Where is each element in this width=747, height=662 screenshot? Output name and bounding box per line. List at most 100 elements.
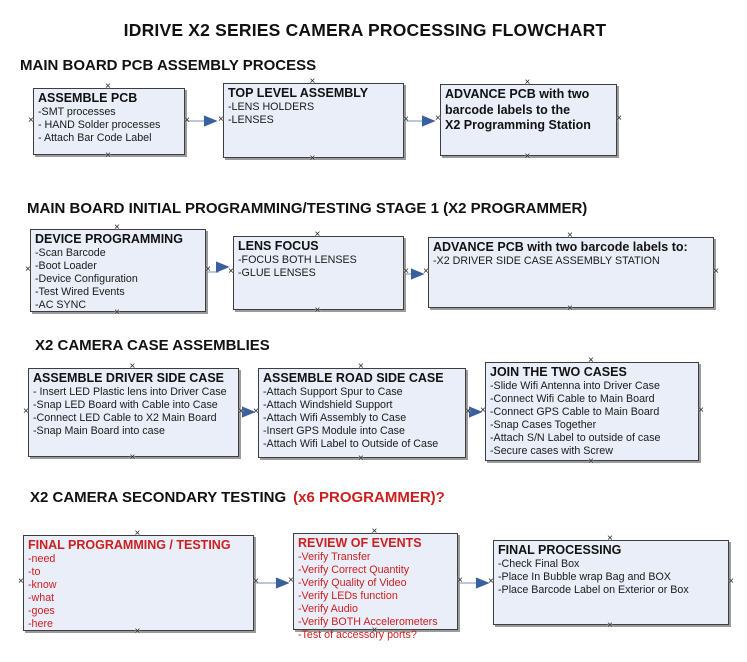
box-line: barcode labels to the [445,102,571,117]
box-line: -Verify Audio [298,603,359,615]
connector-handle-icon: × [25,263,31,275]
box-title: ASSEMBLE ROAD SIDE CASE [263,371,444,385]
connector-handle-icon: × [18,576,24,587]
connector-handle-icon: × [567,303,573,314]
box-line: -Attach Support Spur to Case [263,386,403,398]
connector-handle-icon: × [607,533,613,544]
connector-handle-icon: × [309,76,316,87]
box-line: -Slide Wifi Antenna into Driver Case [490,380,660,392]
connector-handle-icon: × [616,113,622,124]
section-heading-case-assemblies: X2 CAMERA CASE ASSEMBLIES [35,337,270,354]
connector-handle-icon: × [371,526,378,537]
connector-handle-icon: × [588,355,594,366]
page-title: IDRIVE X2 SERIES CAMERA PROCESSING FLOWC… [123,20,607,40]
arrow-programming-to-lensfocus [207,261,230,273]
box-line: -here [28,618,53,630]
connector-handle-icon: × [205,263,211,275]
box-line: -Insert GPS Module into Case [263,425,405,437]
box-items: -X2 DRIVER SIDE CASE ASSEMBLY STATION [433,255,709,268]
flow-box-advance-pcb-driver-side-station: ADVANCE PCB with two barcode labels to: … [423,231,719,314]
connector-handle-icon: × [129,361,136,372]
box-title: DEVICE PROGRAMMING [35,232,183,246]
connector-handle-icon: × [423,265,429,277]
connector-handle-icon: × [465,406,471,417]
box-line: -LENSES [228,114,274,126]
box-line: -Secure cases with Screw [490,445,613,457]
box-line: -LENS HOLDERS [228,101,315,113]
connector-handle-icon: × [358,361,364,372]
connector-handle-icon: × [253,406,259,417]
box-line: -Connect GPS Cable to Main Board [490,406,660,418]
box-line: -X2 DRIVER SIDE CASE ASSEMBLY STATION [433,255,660,267]
connector-handle-icon: × [238,405,244,417]
flow-box-final-processing: FINAL PROCESSING -Check Final Box-Place … [488,534,734,631]
box-line: -Attach Windshield Support [263,399,393,411]
connector-handle-icon: × [488,575,494,587]
connector-handle-icon: × [309,153,316,164]
flow-box-assemble-pcb: ASSEMBLE PCB -SMT processes- HAND Solder… [28,82,190,161]
box-line: - HAND Solder processes [38,119,161,131]
connector-handle-icon: × [184,114,190,126]
box-items: -Verify Transfer-Verify Correct Quantity… [298,551,453,642]
box-title: FINAL PROGRAMMING / TESTING [28,538,231,552]
connector-handle-icon: × [314,229,321,240]
box-title: REVIEW OF EVENTS [298,536,422,550]
box-line: - Attach Bar Code Label [38,132,152,144]
connector-handle-icon: × [129,452,136,463]
box-items: - Insert LED Plastic lens into Driver Ca… [33,386,234,438]
box-title: ASSEMBLE DRIVER SIDE CASE [33,371,225,385]
box-line: -Verify Transfer [298,551,371,563]
connector-handle-icon: × [524,77,531,88]
box-items: -LENS HOLDERS-LENSES [228,101,399,127]
box-line: -Place In Bubble wrap Bag and BOX [498,571,671,583]
flow-box-review-of-events: REVIEW OF EVENTS -Verify Transfer-Verify… [288,527,463,642]
box-title: LENS FOCUS [238,239,319,253]
connector-handle-icon: × [288,574,294,586]
box-items: -need-to-know-what-goes-here [28,553,249,631]
section-heading-secondary-testing: X2 CAMERA SECONDARY TESTING(x6 PROGRAMME… [30,489,445,506]
connector-handle-icon: × [524,151,531,162]
box-line: -Place Barcode Label on Exterior or Box [498,584,689,596]
box-line: -need [28,553,56,565]
connector-handle-icon: × [314,305,321,316]
flow-box-assemble-driver-side-case: ASSEMBLE DRIVER SIDE CASE - Insert LED P… [23,362,244,463]
connector-handle-icon: × [28,114,34,126]
box-line: X2 Programming Station [445,118,591,132]
flow-box-assemble-road-side-case: ASSEMBLE ROAD SIDE CASE -Attach Support … [253,362,471,464]
box-line: -Check Final Box [498,558,580,570]
connector-handle-icon: × [134,528,141,539]
box-line: -FOCUS BOTH LENSES [238,254,357,266]
connector-handle-icon: × [403,266,409,277]
connector-handle-icon: × [713,265,719,277]
flow-box-final-programming-testing: FINAL PROGRAMMING / TESTING -need-to-kno… [18,529,259,637]
flow-box-top-level-assembly: TOP LEVEL ASSEMBLY -LENS HOLDERS-LENSES … [218,77,409,164]
box-line: -Attach Wifi Assembly to Case [263,412,407,424]
connector-handle-icon: × [228,266,234,277]
connector-handle-icon: × [435,113,441,124]
box-line: ADVANCE PCB with two [445,87,590,101]
box-line: -Attach S/N Label to outside of case [490,432,661,444]
box-items: -Attach Support Spur to Case-Attach Wind… [263,386,461,451]
section-heading-secondary-testing-main: X2 CAMERA SECONDARY TESTING [30,489,287,506]
connector-handle-icon: × [480,404,486,416]
connector-handle-icon: × [23,405,29,417]
section-heading-pcb-assembly: MAIN BOARD PCB ASSEMBLY PROCESS [20,57,317,74]
box-line: -Test Wired Events [35,286,125,298]
box-line: -Snap Main Board into case [33,425,165,437]
box-line: -goes [28,605,55,617]
box-items: -Slide Wifi Antenna into Driver Case-Con… [490,380,694,458]
connector-handle-icon: × [218,113,224,125]
box-line: -Snap LED Board with Cable into Case [33,399,218,411]
box-line: -know [28,579,57,591]
box-line: -Test of accessory ports? [298,629,417,641]
box-title: FINAL PROCESSING [498,543,622,557]
box-line: -Snap Cases Together [490,419,597,431]
box-line: -Verify LEDs function [298,590,398,602]
box-title: TOP LEVEL ASSEMBLY [228,86,369,100]
box-items: -FOCUS BOTH LENSES-GLUE LENSES [238,254,399,280]
flow-box-device-programming: DEVICE PROGRAMMING -Scan Barcode-Boot Lo… [25,223,211,318]
box-line: -Connect Wifi Cable to Main Board [490,393,655,405]
